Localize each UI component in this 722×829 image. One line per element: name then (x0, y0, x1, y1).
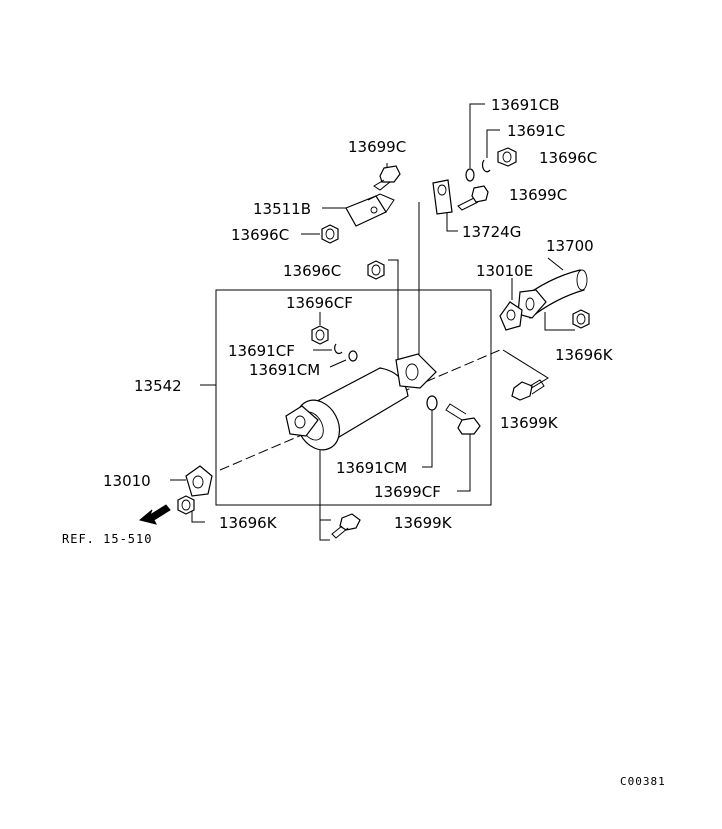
nut-13696c-left-shape (321, 224, 339, 244)
label-13699k-lower: 13699K (394, 514, 453, 532)
nut-13696c-middle-shape (367, 260, 385, 280)
label-13542: 13542 (134, 377, 182, 395)
label-13691cm-upper: 13691CM (249, 361, 320, 379)
snap-ring-13691c-shape (481, 159, 491, 173)
label-13696k-right: 13696K (555, 346, 614, 364)
label-13010e: 13010E (476, 262, 533, 280)
washer-13691cb-shape (465, 168, 475, 182)
label-13696k-lower: 13696K (219, 514, 278, 532)
label-13691cm-lower: 13691CM (336, 459, 407, 477)
reference-label: REF. 15-510 (62, 532, 152, 546)
label-13724g: 13724G (462, 223, 521, 241)
label-13700: 13700 (546, 237, 594, 255)
bolt-13699cf-shape (445, 403, 481, 435)
gasket-13010-shape (185, 465, 213, 497)
label-13696cf: 13696CF (286, 294, 353, 312)
muffler-assembly-frame (215, 289, 492, 506)
label-13699cf: 13699CF (374, 483, 441, 501)
bracket-13511b-shape (345, 193, 395, 227)
figure-code: C00381 (620, 775, 666, 788)
snap-ring-13691cf-shape (334, 343, 343, 355)
washer-13691cm-lower-shape (426, 395, 438, 411)
label-13511b: 13511B (253, 200, 311, 218)
plate-13724g-shape (432, 179, 453, 215)
label-13691cf: 13691CF (228, 342, 295, 360)
gasket-13010e-shape (499, 301, 523, 331)
tailpipe-13700-shape (517, 269, 588, 319)
nut-13696k-lower-shape (177, 495, 195, 515)
ref-arrow-icon (138, 504, 171, 525)
label-13699c-right: 13699C (509, 186, 567, 204)
label-13691c: 13691C (507, 122, 565, 140)
muffler-13542-shape (285, 353, 437, 451)
bolt-13699c-right-shape (457, 185, 489, 211)
nut-13696cf-shape (311, 325, 329, 345)
label-13699k-right: 13699K (500, 414, 559, 432)
label-13696c-middle: 13696C (283, 262, 341, 280)
washer-13691cm-upper-shape (348, 350, 358, 362)
bolt-13699k-lower-shape (331, 513, 361, 539)
label-13010: 13010 (103, 472, 151, 490)
nut-13696k-right-shape (572, 309, 590, 329)
bolt-13699k-right-shape (511, 379, 545, 401)
bolt-13699c-upper-shape (373, 165, 401, 191)
leader-lines (170, 103, 575, 541)
label-13696c-left: 13696C (231, 226, 289, 244)
label-13696c-top: 13696C (539, 149, 597, 167)
label-13699c-upper: 13699C (348, 138, 406, 156)
nut-13696c-top-shape (497, 147, 517, 167)
label-13691cb: 13691CB (491, 96, 559, 114)
